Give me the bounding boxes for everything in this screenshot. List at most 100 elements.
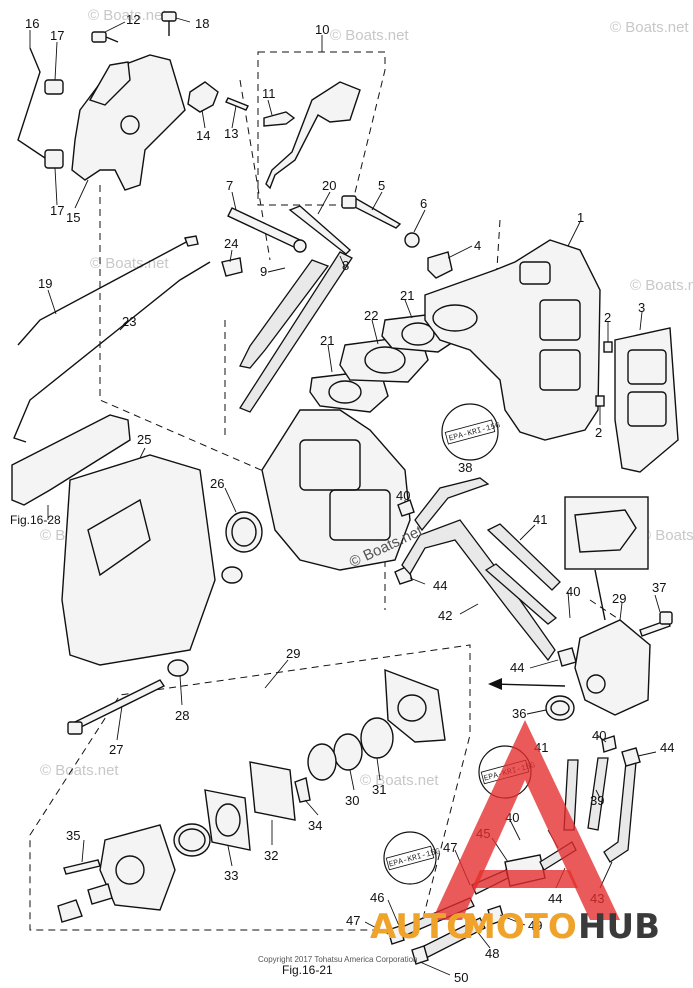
- dowel-pin: [603, 341, 613, 353]
- assembly-box-29: [29, 644, 471, 931]
- callout-50: 50: [454, 970, 468, 985]
- pump-body: [99, 824, 176, 911]
- callout-10: 10: [315, 22, 329, 37]
- callout-2: 2: [604, 310, 611, 325]
- callout-12: 12: [126, 12, 140, 27]
- pump-body-screw: [63, 859, 101, 875]
- fuel-pump: [574, 619, 651, 716]
- callout-44: 44: [433, 578, 447, 593]
- hose-clip: [387, 925, 405, 945]
- callout-9: 9: [260, 264, 267, 279]
- watermark: © Boats.net: [40, 762, 119, 779]
- dowel-pin: [595, 395, 605, 407]
- callout-33: 33: [224, 868, 238, 883]
- callout-17: 17: [50, 203, 64, 218]
- pin-eye: [293, 239, 307, 253]
- manifold-gasket: [614, 327, 679, 473]
- intake-silencer: [61, 454, 216, 666]
- braided-hose: [603, 761, 637, 863]
- callout-29: 29: [612, 591, 626, 606]
- direction-arrow: [491, 683, 566, 687]
- callout-14: 14: [196, 128, 210, 143]
- callout-39: 39: [590, 793, 604, 808]
- fig-ref-bottom[interactable]: Fig.16-21: [282, 963, 333, 977]
- cam-follower: [187, 81, 219, 113]
- callout-25: 25: [137, 432, 151, 447]
- callout-47: 47: [443, 840, 457, 855]
- pin: [227, 207, 301, 249]
- bracket-arm: [88, 61, 131, 106]
- fuel-hose-wrapped: [239, 259, 330, 369]
- callout-28: 28: [175, 708, 189, 723]
- pump-cover: [384, 668, 446, 743]
- washer: [404, 232, 420, 248]
- callout-40: 40: [396, 488, 410, 503]
- logo-text-auto: AUTO: [370, 907, 475, 947]
- pump-diaphragm-plate: [204, 789, 251, 851]
- choke-lever: [265, 81, 361, 190]
- logo-text-moto: MOTO: [462, 907, 577, 947]
- callout-2: 2: [595, 425, 602, 440]
- fuel-hose: [486, 523, 561, 591]
- callout-11: 11: [262, 86, 276, 101]
- fig-ref-top[interactable]: Fig.16-28: [10, 513, 61, 527]
- guide-line: [589, 599, 621, 621]
- hose-clip: [411, 945, 429, 965]
- link-rod: [17, 47, 49, 161]
- silencer-grille: [87, 498, 151, 577]
- watermark: © Boats.net: [610, 19, 689, 36]
- callout-49: 49: [528, 918, 542, 933]
- callout-44: 44: [548, 891, 562, 906]
- callout-32: 32: [264, 848, 278, 863]
- callout-8: 8: [342, 258, 349, 273]
- callout-3: 3: [638, 300, 645, 315]
- hose-clip: [621, 747, 641, 767]
- callout-20: 20: [322, 178, 336, 193]
- valve: [307, 743, 337, 781]
- callout-1: 1: [577, 210, 584, 225]
- callout-40: 40: [566, 584, 580, 599]
- epa-tag: EPA-KRI-15G: [383, 831, 442, 885]
- cable-end: [184, 235, 199, 247]
- washer: [167, 659, 189, 677]
- watermark: © Boats.net: [640, 527, 693, 544]
- choke-knob: [263, 111, 296, 127]
- screw: [91, 11, 177, 43]
- callout-48: 48: [485, 946, 499, 961]
- callout-23: 23: [122, 314, 136, 329]
- bolt-head: [659, 611, 673, 625]
- fuel-pump-detail: [574, 509, 637, 553]
- callout-numbers: 16 17 17 12 18 10 11 13 14 15 7 20 5 6 4…: [10, 12, 674, 985]
- throttle-rod: [13, 261, 211, 443]
- fuel-hose: [414, 477, 490, 532]
- callout-19: 19: [38, 276, 52, 291]
- callout-36: 36: [512, 706, 526, 721]
- callout-5: 5: [378, 178, 385, 193]
- callout-17: 17: [50, 28, 64, 43]
- callout-26: 26: [210, 476, 224, 491]
- pump-gasket: [249, 761, 296, 821]
- callout-46: 46: [370, 890, 384, 905]
- bracket-hole: [120, 115, 140, 135]
- callout-27: 27: [109, 742, 123, 757]
- callout-44: 44: [660, 740, 674, 755]
- clamp: [427, 251, 453, 279]
- pump-screw: [294, 777, 311, 803]
- bolt-head: [67, 721, 83, 735]
- fuel-hose: [484, 563, 558, 625]
- rod-clip: [44, 79, 64, 169]
- callout-42: 42: [438, 608, 452, 623]
- callout-21: 21: [400, 288, 414, 303]
- plunger: [57, 899, 83, 923]
- automotohub-logo: AUTO MOTO HUB: [370, 720, 660, 947]
- pump-nozzle: [586, 674, 606, 694]
- inset-pointer: [594, 569, 606, 621]
- spring-pin: [225, 97, 249, 111]
- callout-29: 29: [286, 646, 300, 661]
- callout-22: 22: [364, 308, 378, 323]
- callout-24: 24: [224, 236, 238, 251]
- callout-7: 7: [226, 178, 233, 193]
- epa-tag: EPA-KRI-15G: [441, 403, 502, 461]
- callout-44: 44: [510, 660, 524, 675]
